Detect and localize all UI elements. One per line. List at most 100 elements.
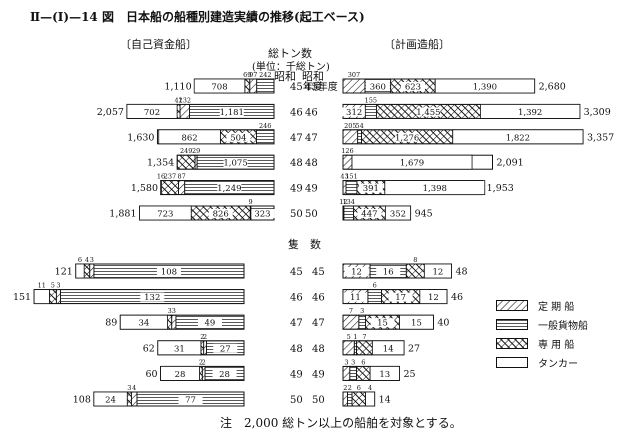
bar-small-value-label: 307: [348, 71, 360, 79]
value-label-bg: [342, 107, 367, 117]
bar-small-value-label: 4: [368, 384, 372, 392]
bar-value-label: 623: [405, 83, 421, 93]
bar-value-label: 1,679: [400, 159, 424, 169]
bar-total-label: 1,630: [127, 132, 154, 143]
bar-segment: [89, 263, 95, 279]
bar-value-label: 28: [175, 370, 186, 380]
bar-segment: [357, 129, 362, 145]
bar-segment: [343, 205, 354, 221]
legend-label: 定 期 船: [538, 302, 575, 313]
value-label-bg: [223, 158, 248, 168]
bar-segment: [356, 340, 373, 356]
bar-small-value-label: 54: [355, 122, 363, 130]
bar-segment: [356, 365, 371, 381]
legend-swatch-tanker: [496, 357, 528, 368]
legend-label: タンカー: [538, 359, 578, 370]
bar-value-label: 1,822: [506, 133, 530, 143]
bar-segment: [244, 78, 251, 94]
bar-small-value-label: 2: [348, 384, 352, 392]
bar-value-label: 708: [211, 83, 227, 93]
year-label: 49: [290, 369, 303, 380]
bar-small-value-label: 12: [339, 198, 347, 206]
bar-segment: [365, 391, 376, 407]
bar-total-label: 3,309: [584, 107, 611, 118]
bar-value-label: 504: [230, 133, 246, 143]
bar-small-value-label: 29: [192, 147, 200, 155]
bar-segment: [364, 104, 377, 119]
value-label-bg: [343, 292, 368, 302]
bar-value-label: 12: [433, 268, 444, 278]
year-label: 47: [290, 318, 303, 329]
year-label: 50: [290, 209, 303, 220]
bar-small-value-label: 42: [174, 96, 182, 104]
value-label-bg: [425, 267, 450, 276]
bar-small-value-label: 237: [164, 173, 176, 181]
bar-value-label: 49: [205, 319, 216, 329]
value-label-bg: [385, 209, 410, 218]
bar-value-label: 15: [411, 319, 422, 329]
value-label-bg: [208, 209, 233, 218]
value-label-bg: [213, 343, 238, 353]
bar-small-value-label: 69: [243, 71, 251, 79]
bar-value-label: 447: [361, 210, 377, 220]
bar-total-label: 1,580: [131, 183, 158, 194]
legend-swatch-special: [496, 338, 528, 349]
bar-small-value-label: 3: [344, 358, 348, 366]
bar-small-value-label: 3: [360, 307, 364, 315]
bar-small-value-label: 7: [362, 333, 366, 341]
bar-small-value-label: 2: [199, 358, 203, 366]
bar-value-label: 1,398: [423, 184, 447, 194]
ships-heading: 隻 数: [288, 238, 321, 251]
bar-value-label: 312: [346, 108, 362, 118]
year-label: 50: [290, 395, 303, 406]
value-label-bg: [140, 292, 165, 302]
bar-segment: [199, 365, 203, 381]
value-label-bg: [156, 267, 181, 276]
value-label-bg: [207, 82, 232, 91]
footnote: 注 2,000 総トン以上の船舶を対象とする。: [220, 416, 462, 430]
bar-small-value-label: 3: [351, 358, 355, 366]
value-label-bg: [140, 107, 165, 117]
bar-small-value-label: 132: [179, 96, 191, 104]
year-label: 49: [305, 184, 318, 195]
bar-total-label: 62: [143, 343, 155, 354]
chart-title: Ⅱ—(Ⅰ)—14 図 日本船の船種別建造実績の推移(起工ベース): [30, 10, 365, 24]
bar-segment: [201, 365, 206, 381]
year-label: 46: [290, 293, 303, 304]
year-label: 45年度: [305, 80, 338, 93]
bar-segment: [131, 391, 138, 407]
bar-value-label: 1,276: [395, 133, 419, 143]
value-label-bg: [365, 82, 390, 91]
bar-segment: [342, 154, 353, 170]
bar-segment: [33, 289, 50, 305]
era-label-left: 昭和: [274, 70, 296, 83]
value-label-bg: [153, 209, 178, 218]
value-label-bg: [219, 107, 244, 117]
bar-small-value-label: 4: [85, 256, 89, 264]
year-label: 46: [290, 107, 303, 118]
bar-small-value-label: 2: [200, 333, 204, 341]
value-label-bg: [358, 183, 383, 193]
bar-value-label: 1,455: [416, 108, 440, 118]
bar-value-label: 24: [105, 396, 116, 406]
legend-item: 専 用 船: [496, 334, 588, 353]
bar-value-label: 1,392: [518, 108, 542, 118]
tonnage-unit: (単位：千総トン): [252, 62, 330, 73]
bar-segment: [342, 391, 348, 407]
panel-left-label: 〔自己資金船〕: [120, 38, 197, 51]
bar-small-value-label: 16: [157, 173, 165, 181]
bar-segment: [342, 340, 355, 356]
bar-total-label: 2,680: [539, 82, 566, 93]
bar-total-label: 14: [379, 395, 391, 406]
value-label-bg: [357, 209, 382, 218]
value-label-bg: [400, 158, 425, 168]
bar-small-value-label: 1: [353, 333, 357, 341]
bar-segment: [167, 314, 173, 330]
value-label-bg: [197, 318, 222, 328]
bar-small-value-label: 2: [203, 333, 207, 341]
bar-small-value-label: 9: [249, 198, 253, 206]
bar-total-label: 1,354: [147, 158, 174, 169]
bar-small-value-label: 6: [357, 384, 361, 392]
value-label-bg: [376, 343, 401, 353]
bar-total-label: 46: [451, 292, 463, 303]
